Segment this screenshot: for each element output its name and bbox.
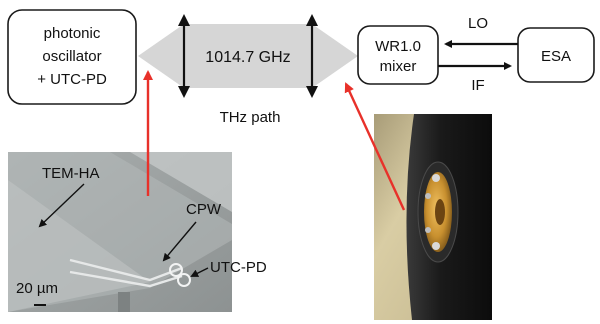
mixer-block [357,25,439,85]
esa-label: ESA [541,48,571,65]
oscillator-label-line3: + UTC-PD [37,71,107,88]
oscillator-label-line1: photonic [44,25,101,42]
thz-beam [138,24,358,88]
cpw-pointer [162,221,197,262]
sem-label-cpw: CPW [186,201,222,218]
frequency-label: 1014.7 GHz [205,49,290,66]
mixer-label-line1: WR1.0 [375,38,421,55]
lens-right [306,14,318,98]
oscillator-block [7,9,137,105]
oscillator-label-line2: oscillator [42,48,101,65]
lo-label: LO [468,15,488,32]
lens-left [178,14,190,98]
sem-label-tem-ha: TEM-HA [42,165,100,182]
if-label: IF [471,77,484,94]
thz-path-label: THz path [220,109,281,126]
utc-pd-pointer [190,267,209,277]
mixer-label-line2: mixer [380,58,417,75]
sem-micrograph [8,152,232,312]
callout-arrow-mixer [344,82,406,211]
sem-label-utc-pd: UTC-PD [210,259,267,276]
tem-ha-pointer [38,183,85,228]
scale-bar-label: 20 µm [16,280,58,297]
esa-block [517,27,595,83]
mixer-photo [374,114,492,320]
